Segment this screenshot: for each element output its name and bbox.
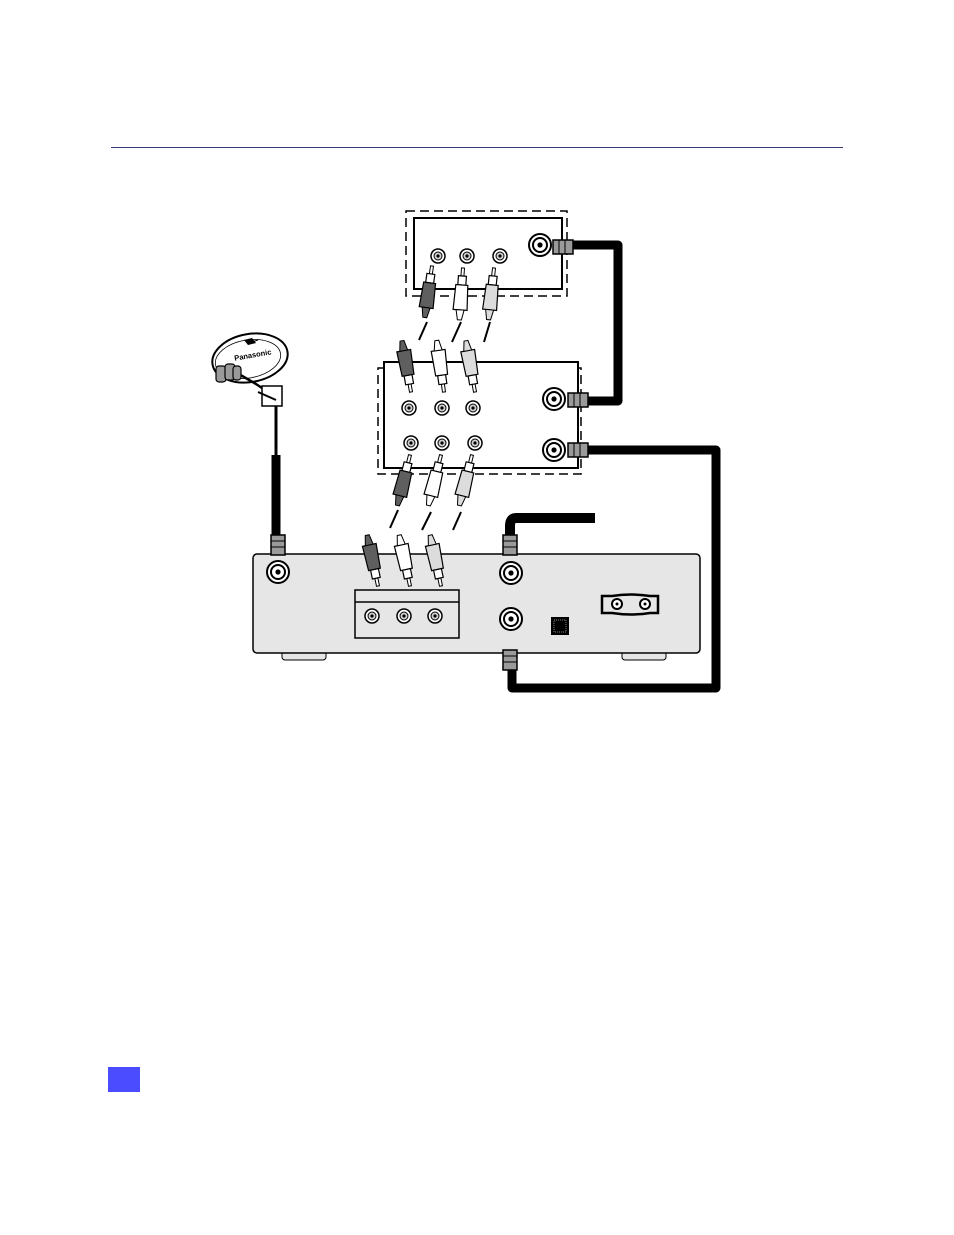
coax-connector <box>568 393 588 407</box>
vcr-audio-left-in-jack <box>435 436 449 450</box>
receiver-antenna-in-jack <box>500 562 522 584</box>
vcr-rf-out-jack <box>543 388 565 410</box>
receiver-tv-out-jack <box>500 608 522 630</box>
coax-connector <box>271 535 285 555</box>
vcr-video-in-jack <box>404 436 418 450</box>
coax-antenna-lead <box>510 518 595 535</box>
receiver-phone-jack <box>551 617 569 635</box>
tv-audio-left-jack <box>460 249 474 263</box>
satellite-dish: Panasonic <box>208 328 291 406</box>
receiver-back-panel <box>253 554 700 660</box>
vcr-rf-in-jack <box>543 439 565 461</box>
tv-video-in-jack <box>431 249 445 263</box>
coax-connector <box>568 443 588 457</box>
receiver-audio-right-out-jack <box>428 609 442 623</box>
tv-antenna-jack <box>529 234 551 256</box>
coax-connector <box>503 650 517 670</box>
receiver-power-socket <box>602 595 658 615</box>
vcr-audio-right-out-jack <box>466 401 480 415</box>
vcr-audio-left-out-jack <box>435 401 449 415</box>
tv-audio-right-jack <box>493 249 507 263</box>
receiver-video-out-jack <box>365 609 379 623</box>
dish-lnb <box>216 364 241 382</box>
page-marker-tab <box>108 1067 140 1092</box>
page-marker-label <box>108 1067 140 1092</box>
receiver-satellite-in-jack <box>267 561 289 583</box>
receiver-audio-left-out-jack <box>397 609 411 623</box>
vcr-audio-right-in-jack <box>468 436 482 450</box>
vcr-video-out-jack <box>402 401 416 415</box>
coax-connector <box>503 535 517 555</box>
coax-connector <box>553 240 573 254</box>
